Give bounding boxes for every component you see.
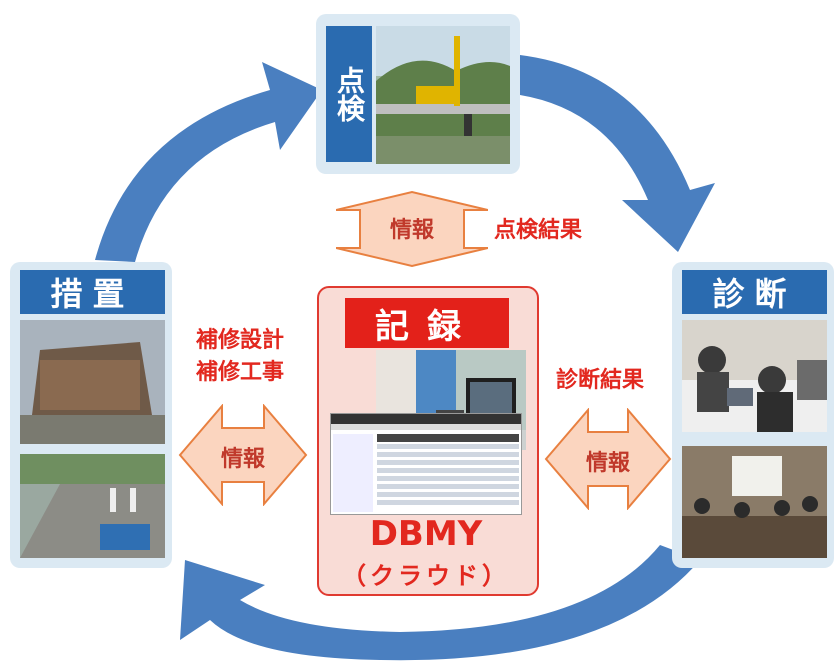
- record-subtitle: （クラウド）: [342, 562, 510, 590]
- diagnosis-photo-1: [682, 320, 827, 432]
- measures-title: 措置: [20, 270, 165, 314]
- record-screen: [330, 413, 522, 515]
- record-system-name: DBMY: [369, 514, 483, 554]
- info-label-left: 情報: [220, 447, 265, 472]
- arrow-diagnosis-to-measures: [180, 545, 700, 661]
- inspection-photo: [376, 26, 510, 164]
- repair-design-label: 補修設計: [196, 328, 285, 353]
- info-arrow-top: [336, 190, 488, 268]
- arrow-measures-to-inspection: [95, 62, 322, 262]
- diagnosis-title: 診断: [682, 270, 827, 314]
- repair-work-label: 補修工事: [196, 360, 285, 385]
- measures-photo-2: [20, 454, 165, 558]
- diagnosis-result-label: 診断結果: [556, 368, 645, 393]
- inspection-result-label: 点検結果: [494, 218, 583, 243]
- diagnosis-photo-2: [682, 446, 827, 558]
- arrow-inspection-to-diagnosis: [520, 55, 715, 252]
- measures-photo-1: [20, 320, 165, 444]
- info-arrow-right: [544, 408, 672, 510]
- info-label-right: 情報: [585, 451, 630, 476]
- info-label-top: 情報: [389, 218, 434, 243]
- inspection-title: 点検: [326, 26, 372, 162]
- record-title: 記録: [345, 298, 509, 348]
- info-arrow-left: [178, 404, 308, 506]
